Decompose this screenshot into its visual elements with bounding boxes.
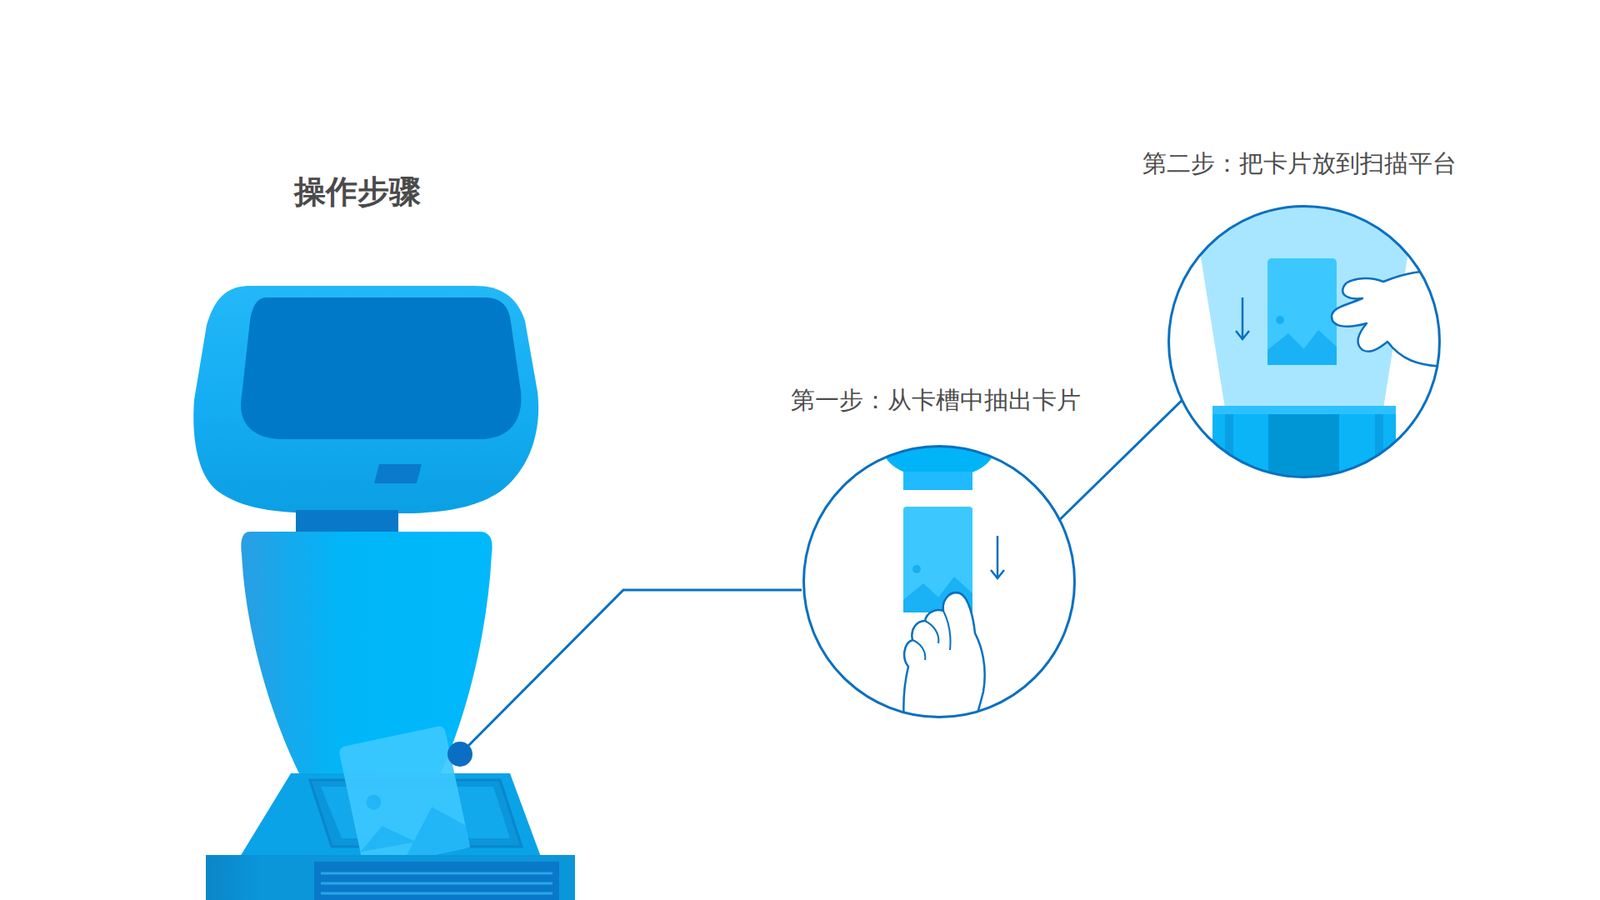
step-two-picture-part-part — [1241, 297, 1245, 338]
vent-lines-part — [320, 882, 553, 885]
diagram-title: 操作步骤 — [294, 170, 421, 214]
vent-lines-part — [320, 892, 553, 895]
step-two-picture-part — [1331, 271, 1450, 367]
leader-line-part — [447, 741, 473, 767]
vent-panel — [314, 861, 560, 900]
bottom-bar — [205, 855, 575, 900]
robot-body — [240, 531, 492, 777]
card-on-tray-part — [365, 793, 383, 811]
kiosk-robot — [193, 285, 575, 900]
step-one-picture-part — [912, 610, 951, 660]
connector-line — [1059, 400, 1182, 520]
vent-lines-part — [320, 872, 553, 875]
step-text: 第二步：把卡片放到扫描平台 — [1142, 149, 1457, 179]
step-one-picture — [800, 433, 1084, 730]
step-one-picture-part-part — [990, 570, 1005, 579]
leader-line-part — [460, 590, 802, 755]
step-one-picture-part — [990, 535, 1005, 579]
step-two-picture-part — [1267, 258, 1337, 365]
circle-outline — [1167, 205, 1441, 479]
step-callout-circle: 第二步：把卡片放到扫描平台 — [1167, 205, 1441, 479]
step-one-picture-part — [882, 433, 995, 478]
circle-border — [803, 446, 1075, 718]
step-two-picture-part — [1275, 315, 1285, 325]
step-heading: 第二步：把卡片放到扫描平台 — [1142, 149, 1457, 179]
robot-head — [193, 285, 539, 514]
circle-border — [1169, 206, 1440, 478]
step-two-picture-part — [1212, 405, 1396, 415]
step-two-picture-part-part — [1235, 330, 1250, 340]
step-one-picture-part — [912, 565, 921, 574]
step-two-picture-part — [1235, 297, 1250, 340]
step-text: 第一步：从卡槽中抽出卡片 — [790, 385, 1081, 415]
card-on-tray-part — [393, 800, 470, 862]
step-one-picture-part-part — [996, 535, 1000, 577]
step-one-picture-part — [903, 592, 985, 730]
step-callout-circle: 第一步：从卡槽中抽出卡片 — [802, 445, 1076, 719]
step-two-picture-part — [1291, 330, 1337, 365]
head-slot — [374, 464, 422, 484]
step-two-picture — [1166, 200, 1450, 490]
step-heading: 第一步：从卡槽中抽出卡片 — [790, 385, 1081, 415]
circle-outline — [802, 445, 1076, 719]
card-on-tray-part — [355, 820, 416, 855]
leader-line — [447, 590, 802, 767]
step-one-picture-part — [903, 471, 973, 490]
robot-neck — [295, 510, 399, 535]
vent-lines — [320, 873, 553, 894]
robot-screen — [240, 297, 521, 440]
